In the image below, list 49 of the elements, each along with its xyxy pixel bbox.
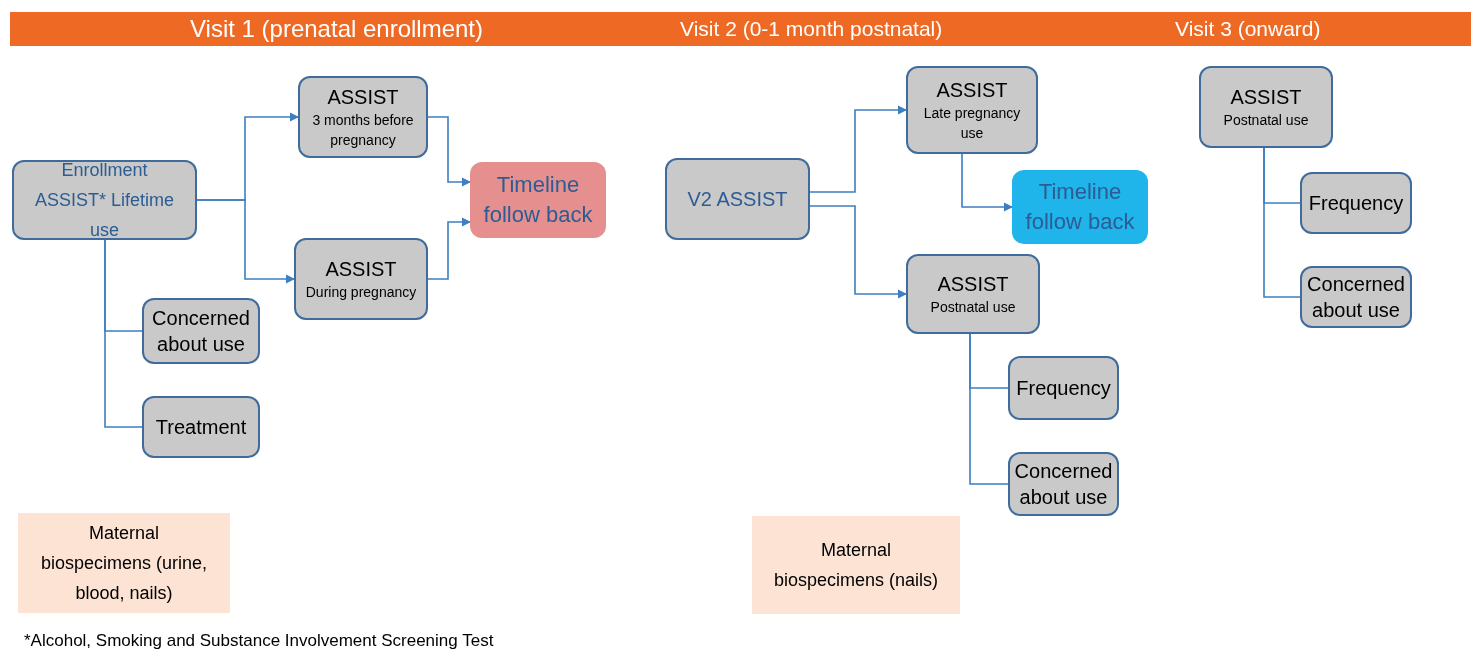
visit-heading: Visit 3 (onward) [1175,16,1321,42]
timeline-box [1012,170,1148,244]
node-title: ASSIST [1230,85,1302,110]
node-title: ASSIST [937,272,1009,297]
node-title: V2 ASSIST [687,187,788,212]
visit-heading: Visit 2 (0-1 month postnatal) [680,16,943,42]
connector-arrow [427,217,472,280]
node-title: ASSIST [327,85,399,110]
process-box [1008,356,1119,420]
node-subtitle: Postnatal use [1223,111,1309,130]
process-box [12,160,197,240]
node-title: ASSIST [936,78,1008,103]
node-title: Concerned about use [1306,272,1406,323]
node-title: Concerned about use [1014,459,1113,510]
node-title: Enrollment ASSIST* Lifetime use [33,159,176,242]
node-subtitle: 3 months before pregnancy [311,111,415,150]
process-box [906,254,1040,334]
process-box [142,298,260,364]
process-box [1300,172,1412,234]
node-subtitle: Postnatal use [930,298,1016,317]
connector-arrow [961,153,1014,212]
node-title: Maternal biospecimens (nails) [772,539,940,592]
node-title: Concerned about use [151,306,251,357]
connector-arrow [809,205,908,299]
process-box [1300,266,1412,328]
node-subtitle: Late pregnancy use [922,104,1022,143]
connector-arrow [427,116,472,187]
timeline-box [470,162,606,238]
node-title: ASSIST [325,257,397,282]
visit-heading: Visit 1 (prenatal enrollment) [190,14,484,44]
node-title: Maternal biospecimens (urine, blood, nails) [39,522,209,605]
connector-arrow [196,199,296,284]
process-box [294,238,428,320]
node-title: Frequency [1016,376,1111,401]
process-box [1199,66,1333,148]
node-title: Treatment [155,415,247,440]
process-box [906,66,1038,154]
process-box [665,158,810,240]
connector-arrow [809,105,908,193]
footnote: *Alcohol, Smoking and Substance Involvement Screening Test [24,630,494,652]
specimen-box [752,516,960,614]
process-box [1008,452,1119,516]
node-subtitle: During pregnancy [305,283,417,302]
specimen-box [18,513,230,613]
process-box [298,76,428,158]
node-title: Timeline follow back [1024,178,1136,236]
process-box [142,396,260,458]
node-title: Frequency [1308,191,1404,216]
node-title: Timeline follow back [482,171,594,229]
